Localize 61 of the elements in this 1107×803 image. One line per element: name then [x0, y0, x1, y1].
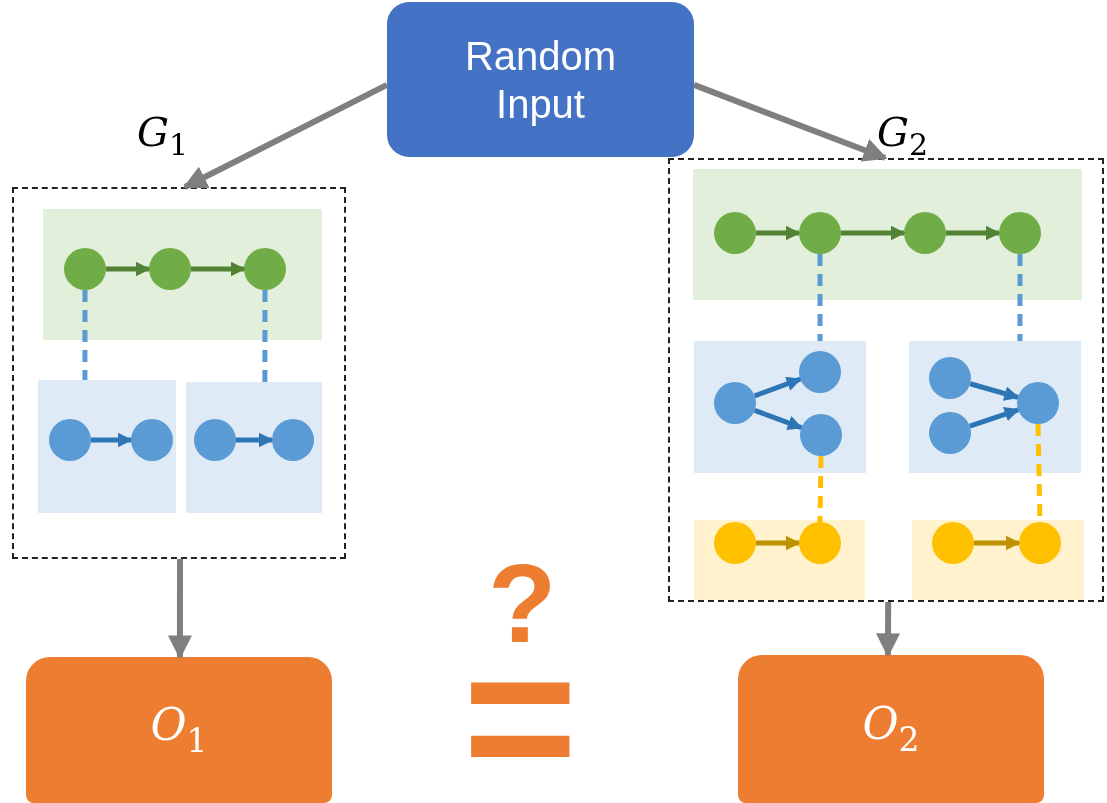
graph-node-circle	[194, 419, 236, 461]
arrow	[876, 602, 901, 658]
arrow	[969, 381, 1020, 401]
graph-node-circle	[799, 212, 841, 254]
arrow	[756, 225, 801, 241]
output-label: O$_{1}$	[150, 703, 208, 757]
input-label: Random Input	[463, 32, 618, 128]
graph-node-circle	[999, 212, 1041, 254]
connector-line	[82, 290, 88, 380]
graph-node-circle	[800, 414, 842, 456]
graph-node-circle	[49, 419, 91, 461]
arrow	[946, 225, 1001, 241]
graph-node-circle	[799, 522, 841, 564]
equals-sign: =	[463, 669, 578, 767]
arrow	[182, 82, 389, 190]
connector-line	[817, 455, 824, 523]
graph-node-circle	[714, 382, 756, 424]
graph-node-circle	[904, 212, 946, 254]
graph-layer-panel	[912, 520, 1084, 600]
question-mark: ?	[488, 548, 557, 660]
graph-node-circle	[1019, 522, 1061, 564]
graph-layer-panel	[43, 209, 322, 340]
arrow	[191, 261, 246, 277]
graph-node-circle	[64, 248, 106, 290]
graph-node-circle	[131, 419, 173, 461]
graph-layer-panel	[694, 520, 865, 600]
group-label: G$_{1}$	[137, 112, 189, 160]
output-box	[738, 655, 1044, 803]
arrow	[167, 559, 192, 660]
arrow	[106, 261, 151, 277]
arrow	[91, 432, 133, 448]
graph-layer-panel	[186, 382, 322, 513]
graph-layer-panel	[909, 341, 1081, 473]
arrow	[841, 225, 906, 241]
group-label: G$_{2}$	[877, 112, 929, 160]
graph-node-circle	[714, 212, 756, 254]
arrow	[974, 535, 1021, 551]
graph-node-circle	[714, 522, 756, 564]
graph-node-circle	[929, 357, 971, 399]
output-box	[26, 657, 332, 803]
arrow	[753, 376, 802, 399]
arrow	[753, 407, 803, 431]
arrow	[236, 432, 274, 448]
arrow	[756, 535, 801, 551]
graph-node-circle	[799, 351, 841, 393]
arrow	[692, 82, 888, 162]
connector-line	[1017, 254, 1023, 341]
graph-node-circle	[929, 412, 971, 454]
connector-line	[817, 254, 823, 341]
graph-node-circle	[272, 419, 314, 461]
connector-line	[262, 290, 268, 382]
arrow	[969, 407, 1020, 429]
graph-node-circle	[149, 248, 191, 290]
graph-node-circle	[1017, 382, 1059, 424]
input-box	[387, 2, 694, 157]
graph-layer-panel	[693, 169, 1082, 300]
graph-layer-panel	[38, 380, 176, 513]
graph-layer-panel	[694, 341, 866, 473]
graph-node-circle	[244, 248, 286, 290]
graph-node-circle	[932, 522, 974, 564]
output-label: O$_{2}$	[862, 702, 920, 756]
